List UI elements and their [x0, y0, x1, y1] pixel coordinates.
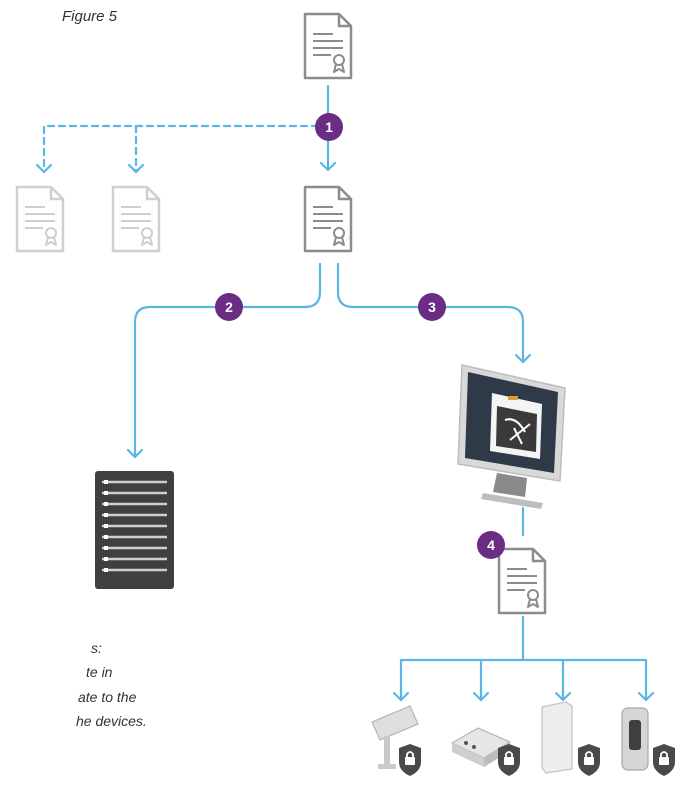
step-badge-3: 3 — [418, 293, 446, 321]
figure-caption: Figure 5 — [62, 8, 118, 25]
issued-certificate-icon — [303, 185, 353, 253]
svg-text:2: 2 — [225, 299, 233, 315]
root-certificate-icon — [303, 12, 353, 80]
intercom-device-icon — [621, 707, 676, 777]
step-badge-4: 4 — [477, 531, 505, 559]
legend-line-1: s: — [91, 640, 102, 656]
svg-text:3: 3 — [428, 299, 436, 315]
svg-text:1: 1 — [325, 119, 333, 135]
box-device-icon — [450, 727, 521, 777]
door-reader-icon — [541, 701, 601, 777]
server-rack-icon — [95, 471, 174, 589]
legend-line-4: he devices. — [76, 713, 147, 729]
bullet-camera-icon — [371, 705, 422, 777]
step-badge-1: 1 — [315, 113, 343, 141]
connector-lines — [35, 84, 655, 702]
svg-text:4: 4 — [487, 537, 495, 553]
faded-certificate-icon — [111, 185, 161, 253]
faded-certificate-icon — [15, 185, 65, 253]
device-certificate-icon — [497, 547, 547, 615]
monitor-icon — [457, 364, 566, 509]
step-badge-2: 2 — [215, 293, 243, 321]
legend-line-2: te in — [86, 664, 113, 680]
legend-line-3: ate to the — [78, 689, 137, 705]
